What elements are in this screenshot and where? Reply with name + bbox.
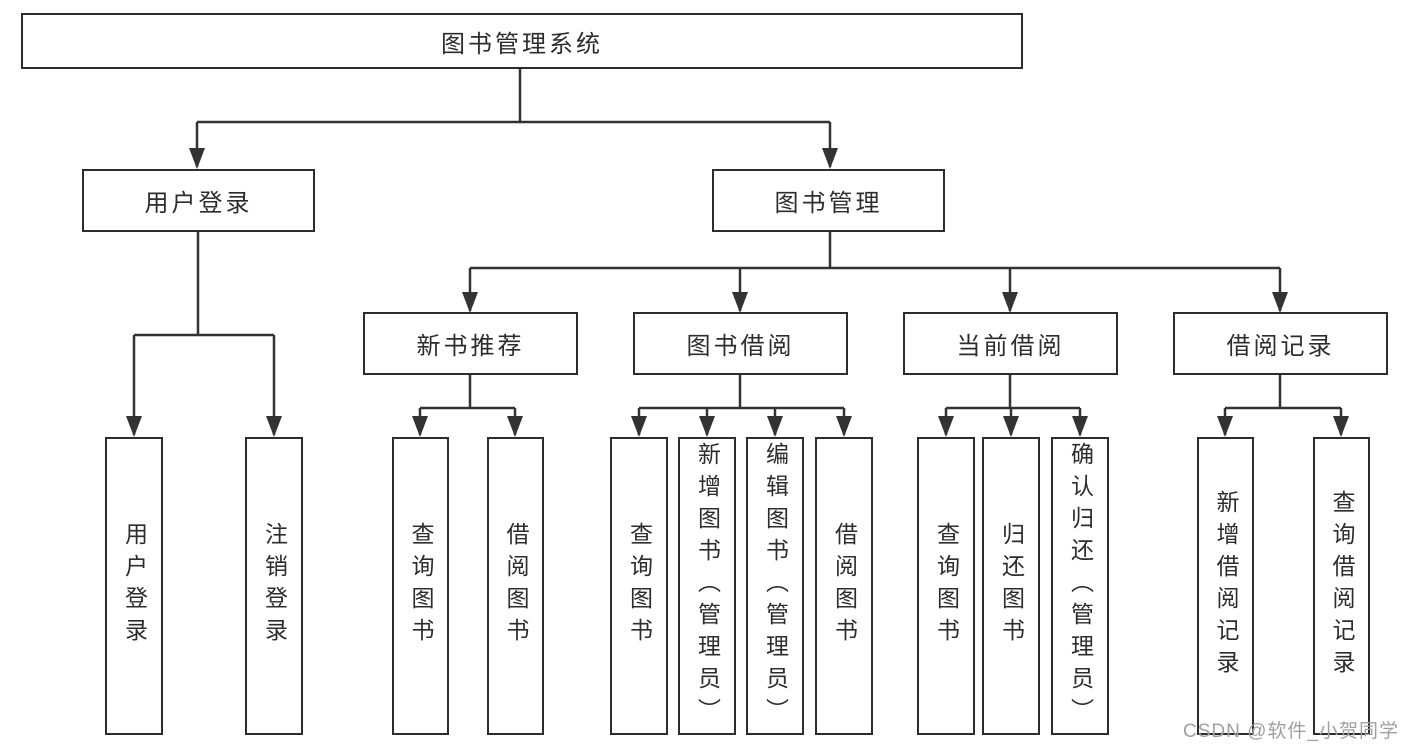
arrowhead (822, 148, 838, 169)
arrowhead (189, 148, 205, 169)
node-book-borrow: 图书借阅 (633, 312, 848, 375)
arrowhead (507, 416, 523, 437)
arrowhead (1217, 416, 1233, 437)
node-book-borrow-label: 图书借阅 (686, 333, 795, 360)
node-user-login-label: 用户登录 (144, 190, 253, 217)
leaf-recommend-query-books-label: 查询图书 (408, 522, 434, 650)
arrowhead (699, 416, 715, 437)
arrowhead (1272, 292, 1288, 313)
node-borrow-record: 借阅记录 (1173, 312, 1388, 375)
node-book-management-label: 图书管理 (774, 190, 883, 217)
node-current-borrow: 当前借阅 (903, 312, 1118, 375)
leaf-return-books: 归还图书 (982, 437, 1040, 735)
node-root: 图书管理系统 (21, 13, 1023, 69)
leaf-borrow-query-books: 查询图书 (610, 437, 668, 735)
leaf-add-borrow-record-label: 新增借阅记录 (1213, 490, 1239, 682)
leaf-add-books-admin-label: 新增图书（管理员） (694, 442, 721, 730)
leaf-confirm-return-admin: 确认归还（管理员） (1051, 437, 1109, 735)
leaf-current-query-books: 查询图书 (917, 437, 975, 735)
node-borrow-record-label: 借阅记录 (1226, 333, 1335, 360)
arrowhead (412, 416, 428, 437)
leaf-add-borrow-record: 新增借阅记录 (1197, 437, 1254, 735)
node-new-book-recommend: 新书推荐 (363, 312, 578, 375)
node-current-borrow-label: 当前借阅 (956, 333, 1065, 360)
node-root-label: 图书管理系统 (441, 30, 603, 58)
leaf-borrow-books: 借阅图书 (815, 437, 873, 735)
leaf-query-borrow-record-label: 查询借阅记录 (1329, 490, 1355, 682)
node-book-management: 图书管理 (712, 169, 945, 232)
arrowhead (1003, 416, 1019, 437)
arrowhead (836, 416, 852, 437)
leaf-logout: 注销登录 (245, 437, 303, 735)
leaf-recommend-borrow-books: 借阅图书 (487, 437, 544, 735)
arrowhead (1333, 416, 1349, 437)
arrowhead (631, 416, 647, 437)
leaf-current-query-books-label: 查询图书 (933, 522, 960, 650)
leaf-logout-label: 注销登录 (261, 522, 288, 650)
arrowhead (732, 292, 748, 313)
leaf-add-books-admin: 新增图书（管理员） (678, 437, 736, 735)
arrowhead-group (126, 148, 1349, 437)
arrowhead (938, 416, 954, 437)
leaf-return-books-label: 归还图书 (998, 522, 1025, 650)
node-new-book-recommend-label: 新书推荐 (416, 333, 525, 360)
leaf-user-login-label: 用户登录 (121, 522, 148, 650)
csdn-watermark: CSDN @软件_小贺同学 (1183, 721, 1399, 742)
leaf-edit-books-admin: 编辑图书（管理员） (746, 437, 804, 735)
arrowhead (1072, 416, 1088, 437)
arrowhead (767, 416, 783, 437)
arrowhead (462, 292, 478, 313)
leaf-recommend-query-books: 查询图书 (392, 437, 449, 735)
leaf-borrow-query-books-label: 查询图书 (626, 522, 653, 650)
leaf-borrow-books-label: 借阅图书 (831, 522, 858, 650)
arrowhead (1002, 292, 1018, 313)
leaf-confirm-return-admin-label: 确认归还（管理员） (1067, 442, 1094, 730)
leaf-recommend-borrow-books-label: 借阅图书 (503, 522, 529, 650)
node-user-login: 用户登录 (82, 169, 315, 232)
leaf-edit-books-admin-label: 编辑图书（管理员） (762, 442, 789, 730)
arrowhead (126, 416, 142, 437)
leaf-query-borrow-record: 查询借阅记录 (1313, 437, 1370, 735)
connector-paths (132, 69, 1343, 435)
leaf-user-login: 用户登录 (105, 437, 163, 735)
arrowhead (266, 416, 282, 437)
